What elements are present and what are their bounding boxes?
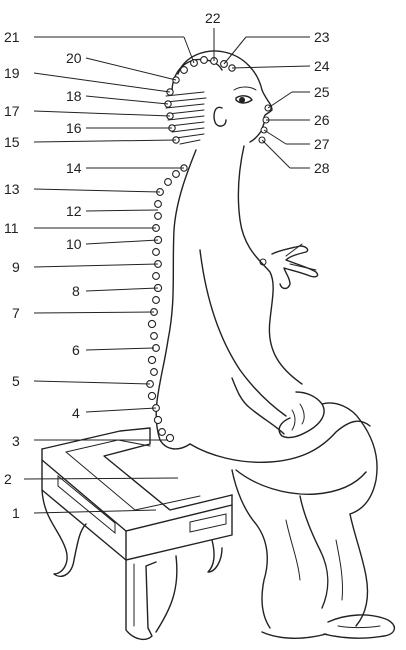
point-marker	[148, 356, 155, 363]
point-marker	[165, 179, 172, 186]
label-3: 3	[12, 433, 20, 449]
point-marker	[148, 320, 155, 327]
point-marker	[153, 273, 160, 280]
point-marker	[151, 333, 158, 340]
label-6: 6	[72, 342, 80, 358]
label-22: 22	[205, 10, 221, 26]
label-5: 5	[12, 373, 20, 389]
label-21: 21	[4, 29, 20, 45]
label-16: 16	[66, 120, 82, 136]
label-26: 26	[314, 112, 330, 128]
point-marker	[173, 171, 180, 178]
label-23: 23	[314, 29, 330, 45]
label-7: 7	[12, 305, 20, 321]
hair-topknot	[166, 59, 222, 144]
label-25: 25	[314, 84, 330, 100]
label-15: 15	[4, 134, 20, 150]
point-marker	[151, 369, 158, 376]
point-marker	[154, 416, 161, 423]
seated-figure	[156, 51, 394, 638]
label-2: 2	[4, 471, 12, 487]
label-9: 9	[12, 259, 20, 275]
label-24: 24	[314, 58, 330, 74]
label-18: 18	[66, 88, 82, 104]
label-10: 10	[66, 236, 82, 252]
label-1: 1	[12, 505, 20, 521]
label-20: 20	[66, 50, 82, 66]
point-marker	[181, 67, 188, 74]
point-marker	[153, 249, 160, 256]
point-marker	[155, 213, 162, 220]
point-marker	[153, 297, 160, 304]
label-4: 4	[72, 405, 80, 421]
label-13: 13	[4, 181, 20, 197]
label-14: 14	[66, 160, 82, 176]
acupoint-markers	[147, 57, 271, 442]
point-marker	[166, 434, 173, 441]
label-28: 28	[314, 160, 330, 176]
point-marker	[155, 201, 162, 208]
label-12: 12	[66, 203, 82, 219]
label-11: 11	[4, 220, 19, 236]
label-8: 8	[72, 283, 80, 299]
point-marker	[148, 392, 155, 399]
label-27: 27	[314, 136, 330, 152]
label-17: 17	[4, 103, 20, 119]
leader-lines-right	[214, 28, 310, 168]
stool	[42, 428, 232, 639]
point-labels: 1 2 3 4 5 6 7 8 9 10 11 12 13 14 15 16 1…	[4, 10, 330, 521]
point-marker	[201, 57, 208, 64]
point-marker	[159, 429, 166, 436]
label-19: 19	[4, 65, 20, 81]
